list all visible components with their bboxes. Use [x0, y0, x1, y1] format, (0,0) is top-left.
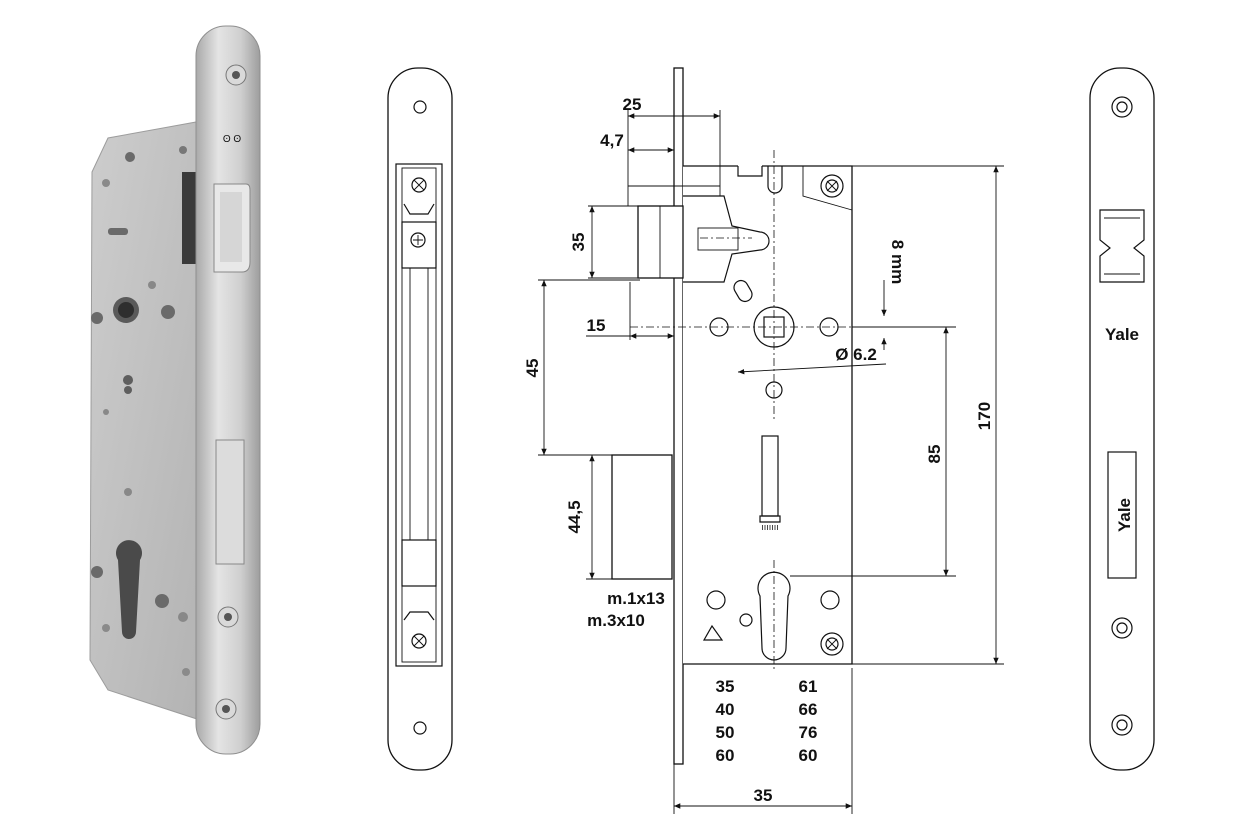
dim-6-2: Ø 6.2 — [835, 345, 877, 364]
svg-text:ııııııı: ııııııı — [761, 522, 779, 532]
svg-text:ʘ ʘ: ʘ ʘ — [223, 134, 242, 145]
screw-hole — [161, 305, 175, 319]
dim-35-bottom: 35 — [754, 786, 773, 805]
table-cell: 40 — [716, 700, 735, 719]
lock-photo: ʘ ʘ — [89, 25, 261, 755]
dim-45: 45 — [523, 359, 542, 378]
dim-8mm: 8 mm — [888, 240, 907, 284]
brand-label-top: Yale — [1105, 325, 1139, 344]
deadbolt-window — [215, 439, 245, 565]
brand-label-window: Yale — [1115, 498, 1134, 532]
table-cell: 76 — [799, 723, 818, 742]
forend-plate — [673, 67, 684, 765]
table-cell: 60 — [716, 746, 735, 765]
faceplate-side-view — [387, 67, 453, 771]
dim-44-5: 44,5 — [565, 500, 584, 533]
cylinder-cutout — [116, 540, 142, 639]
note-m3: m.3x10 — [587, 611, 645, 630]
strike-plate-view: Yale Yale — [1089, 67, 1155, 771]
latch-outline — [637, 205, 684, 279]
dim-85: 85 — [925, 445, 944, 464]
table-cell: 60 — [799, 746, 818, 765]
lock-body-outline — [683, 165, 853, 665]
backset-table: 35 61 40 66 50 76 60 60 — [716, 677, 818, 765]
strike-plate-outline — [1089, 67, 1155, 771]
dim-15: 15 — [587, 316, 606, 335]
latch-opening — [1099, 209, 1145, 283]
cylinder-cutout-outline — [757, 571, 791, 661]
dim-170: 170 — [975, 402, 994, 430]
table-cell: 66 — [799, 700, 818, 719]
table-cell: 50 — [716, 723, 735, 742]
note-m1: m.1x13 — [607, 589, 665, 608]
dim-25: 25 — [623, 95, 642, 114]
lock-technical-view: ııııııı 25 4,7 35 15 45 4 — [523, 67, 1004, 814]
deadbolt-outline — [611, 454, 673, 580]
dim-35-latch: 35 — [569, 233, 588, 252]
table-cell: 61 — [799, 677, 818, 696]
table-cell: 35 — [716, 677, 735, 696]
bolt-window — [1107, 451, 1137, 579]
dim-4-7: 4,7 — [600, 131, 624, 150]
